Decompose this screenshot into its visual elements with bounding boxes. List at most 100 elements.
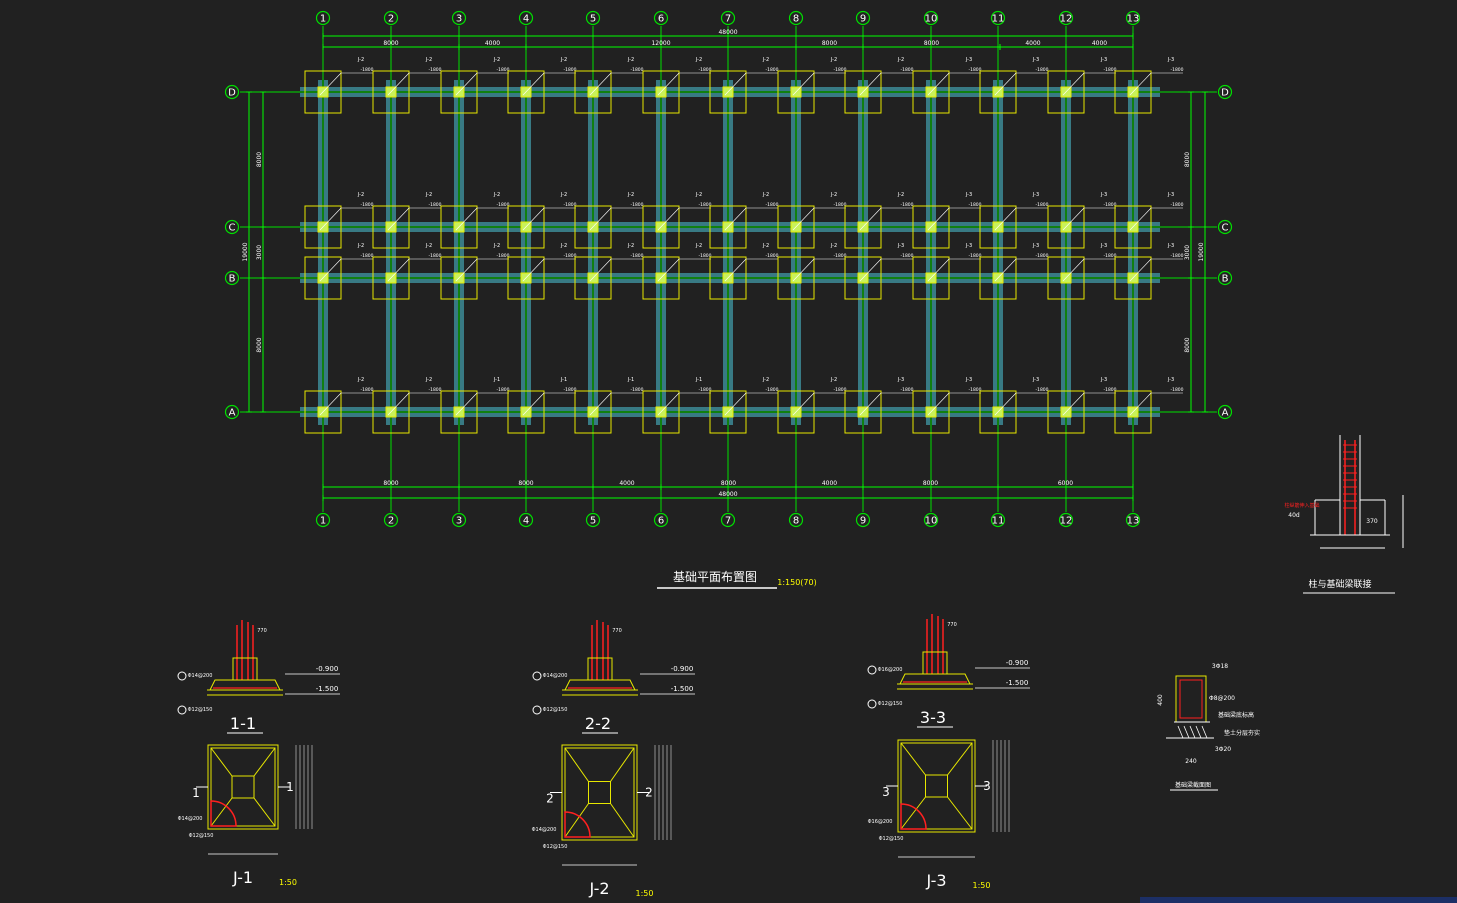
footing-elevation-label: -1800 [1035, 387, 1048, 393]
dim-right-2-text: 8000 [1184, 337, 1191, 352]
grid-bubble-top-1: 1 [315, 10, 331, 26]
footing-D-11: J-3-1800 [979, 57, 1049, 114]
leader-line [455, 258, 478, 282]
footing-type-label: J-2 [627, 243, 634, 249]
grid-bubble-circle [1058, 10, 1074, 26]
leader-line [927, 258, 950, 282]
leader-line [1062, 72, 1085, 96]
section-label: 1-1 [230, 714, 256, 733]
footing-A-6: J-1-1800 [642, 377, 712, 434]
leader-line [1129, 207, 1152, 231]
footing-elevation-label: -1800 [968, 202, 981, 208]
footing-outline [844, 390, 882, 434]
section-note-2: Φ12@150 [878, 701, 903, 707]
grid-bubble-top-7: 7 [720, 10, 736, 26]
footing-outline [1047, 205, 1085, 249]
footing-type-label: J-2 [897, 192, 904, 198]
grid-bubble-bottom-10: 10 [923, 512, 939, 528]
footing-type-label: J-2 [627, 57, 634, 63]
section-note-2: Φ12@150 [188, 707, 213, 713]
dim-top-2-text: 12000 [651, 40, 670, 47]
footing-elevation-label: -1800 [765, 202, 778, 208]
footing-C-5: J-2-1800 [574, 192, 644, 249]
footing-D-10: J-3-1800 [912, 57, 982, 114]
leader-line [927, 392, 950, 416]
footing-elevation-label: -1800 [968, 253, 981, 259]
elev-bot: -1.500 [316, 685, 339, 693]
footing-A-12: J-3-1800 [1047, 377, 1117, 434]
footing-C-3: J-2-1800 [440, 192, 510, 249]
footing-type-label: J-3 [1032, 377, 1039, 383]
grid-bubble-top-2: 2 [383, 10, 399, 26]
grid-bubble-circle [855, 512, 871, 528]
footing-type-label: J-2 [425, 377, 432, 383]
grid-bubble-label: 10 [925, 516, 938, 527]
footing-type-label: J-3 [1032, 243, 1039, 249]
dim-top-3-text: 8000 [822, 40, 837, 47]
footing-type-label: J-2 [493, 57, 500, 63]
footing-A-13: J-3-1800 [1114, 377, 1184, 434]
footing-scale: 1:50 [279, 878, 297, 887]
footing-type-label: J-3 [897, 243, 904, 249]
beam-stirrup [1179, 679, 1203, 719]
footing-outline [372, 70, 410, 114]
grid-bubble-circle [518, 10, 534, 26]
footing-A-10: J-3-1800 [912, 377, 982, 434]
footing-type-label: J-2 [493, 192, 500, 198]
grid-bubble-label: 12 [1060, 516, 1073, 527]
grid-bubble-label: 3 [456, 14, 462, 25]
footing-note-1: Φ16@200 [868, 819, 893, 825]
column-detail-title: 柱与基础梁联接 [1308, 578, 1371, 590]
footing-note-2: Φ12@150 [189, 833, 214, 839]
dim-top-6-text: 4000 [1092, 40, 1107, 47]
grid-bubble-circle [451, 10, 467, 26]
footing-outline [1114, 256, 1152, 300]
leader-line [994, 392, 1017, 416]
footing-outline [372, 205, 410, 249]
dim-top-5-text: 4000 [1025, 40, 1040, 47]
footing-outline [440, 256, 478, 300]
grid-bubble-label: 1 [320, 14, 326, 25]
leader-line [657, 258, 680, 282]
footings: J-2-1800J-2-1800J-2-1800J-2-1800J-2-1800… [304, 57, 1184, 434]
footing-outline [1047, 390, 1085, 434]
grid-bubble-circle [224, 84, 240, 100]
footing-A-9: J-3-1800 [844, 377, 914, 434]
footing-outline [372, 390, 410, 434]
grid-bubble-circle [1217, 270, 1233, 286]
grid-bubble-label: 3 [456, 516, 462, 527]
footing-C-11: J-3-1800 [979, 192, 1049, 249]
dim-bottom-4-text: 4000 [822, 480, 837, 487]
grid-bubble-label: 2 [388, 14, 394, 25]
footing-elevation-label: -1800 [360, 387, 373, 393]
hatch [1183, 725, 1190, 739]
cut-label-left: 3 [882, 785, 890, 799]
footing-type-label: J-2 [830, 192, 837, 198]
footing-type-label: J-2 [695, 192, 702, 198]
leader-line [724, 258, 747, 282]
grid-bubble-bottom-4: 4 [518, 512, 534, 528]
grid-bubble-circle [653, 512, 669, 528]
leader-line [522, 392, 545, 416]
slope-line [564, 747, 589, 782]
grid-bubble-label: 12 [1060, 14, 1073, 25]
footing-scale: 1:50 [636, 889, 654, 898]
footing-C-6: J-2-1800 [642, 192, 712, 249]
grid-bubble-label: 9 [860, 14, 866, 25]
footing-elevation-label: -1800 [900, 253, 913, 259]
footing-B-9: J-3 -1800 [844, 243, 914, 300]
footing-outline [507, 256, 545, 300]
leader-line [657, 392, 680, 416]
grid-bubble-circle [315, 512, 331, 528]
footing-plan-inner [900, 742, 973, 830]
cut-label-right: 3 [983, 779, 991, 793]
footing-type-label: J-1 [695, 377, 702, 383]
footing-type-label: J-2 [357, 57, 364, 63]
footing-elevation-label: -1800 [1103, 67, 1116, 73]
leader-line [994, 72, 1017, 96]
slope-line [610, 747, 635, 782]
